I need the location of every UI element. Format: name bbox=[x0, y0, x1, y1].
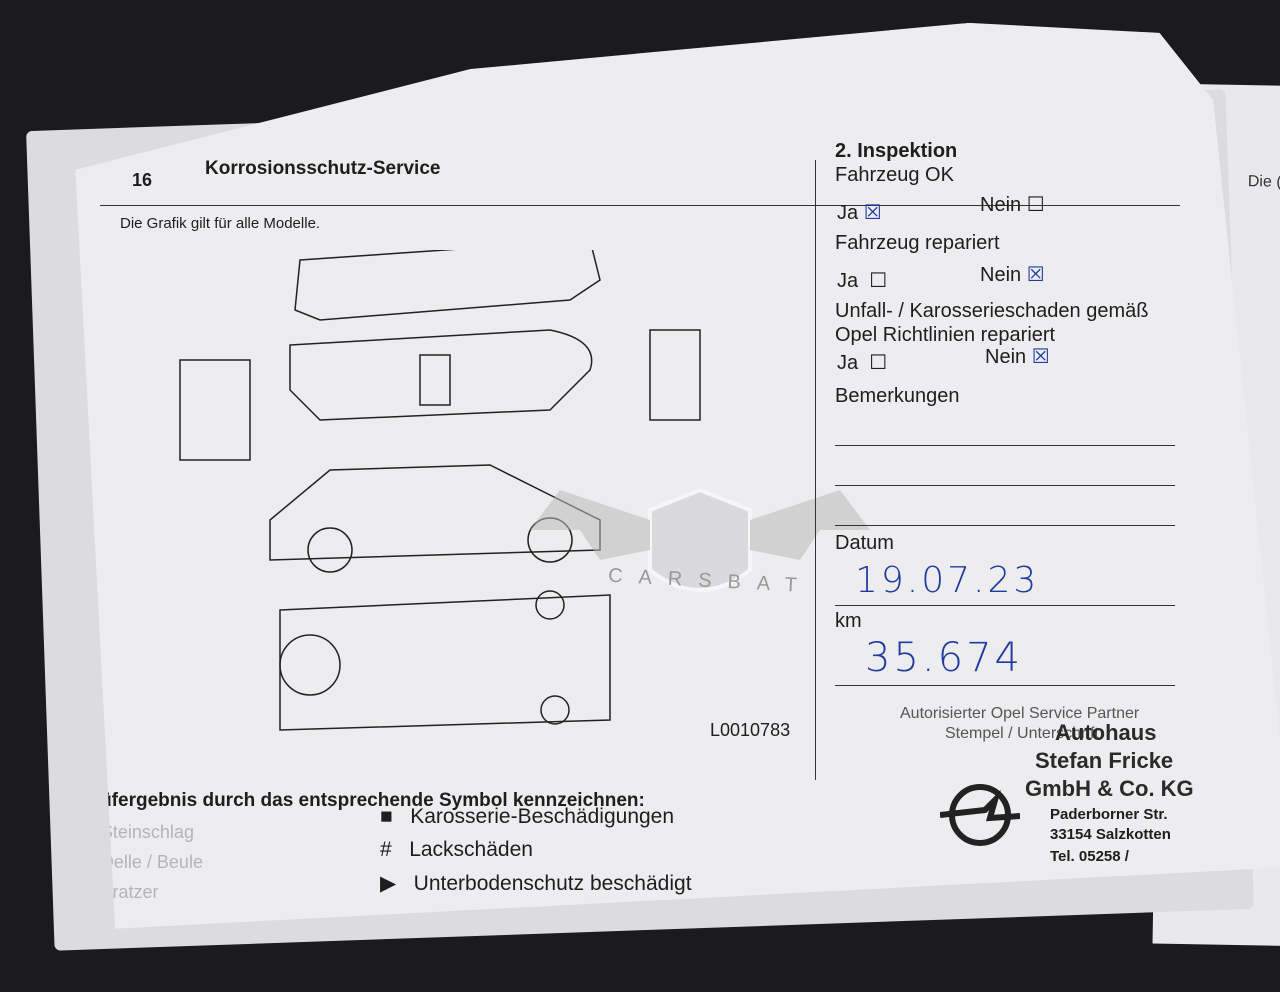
q3-yes-label: Ja bbox=[837, 352, 859, 374]
legend-label: Karosserie-Beschädigungen bbox=[410, 805, 675, 828]
figure-code: L0010783 bbox=[710, 720, 791, 740]
q2-label: Fahrzeug repariert bbox=[835, 232, 1000, 254]
q1-yes-checkbox[interactable]: ☒ bbox=[863, 202, 882, 224]
q1-no-label: Nein bbox=[980, 194, 1022, 216]
carsbat-watermark bbox=[520, 470, 880, 620]
legend-label: Lackschäden bbox=[409, 838, 533, 861]
q2-yes-label: Ja bbox=[837, 270, 859, 292]
stamp-line: GmbH & Co. KG bbox=[1025, 776, 1194, 801]
q1-label: Fahrzeug OK bbox=[835, 164, 954, 186]
stamp-line: 33154 Salzkotten bbox=[1050, 826, 1171, 843]
opel-logo-icon bbox=[940, 780, 1020, 850]
date-label: Datum bbox=[835, 532, 894, 554]
q3-no-label: Nein bbox=[985, 346, 1027, 368]
page-number: 16 bbox=[132, 170, 153, 190]
date-line bbox=[835, 605, 1175, 606]
q3-no-checkbox[interactable]: ☒ bbox=[1031, 346, 1050, 368]
legend-label: Unterbodenschutz beschädigt bbox=[413, 872, 692, 895]
stamp-line: Stefan Fricke bbox=[1035, 748, 1174, 773]
remarks-line[interactable] bbox=[835, 445, 1175, 446]
km-label: km bbox=[835, 610, 862, 632]
paint-damage-icon: # bbox=[380, 838, 392, 861]
km-value[interactable]: 35.674 bbox=[865, 635, 1023, 681]
q1-no-checkbox[interactable]: ☐ bbox=[1026, 194, 1045, 216]
stamp-line: Paderborner Str. bbox=[1050, 806, 1168, 823]
next-page-fragment: Die ( bbox=[1247, 173, 1280, 191]
date-value[interactable]: 19.07.23 bbox=[855, 560, 1040, 601]
legend-label: Delle / Beule bbox=[100, 852, 203, 872]
stamp-line: Autohaus bbox=[1055, 720, 1157, 745]
q3-yes-checkbox[interactable]: ☐ bbox=[869, 352, 888, 374]
q2-no-label: Nein bbox=[980, 264, 1022, 286]
page-title: Korrosionsschutz-Service bbox=[205, 158, 441, 179]
booklet-page: 16 Korrosionsschutz-Service Die Grafik g… bbox=[70, 8, 1280, 929]
km-line bbox=[835, 685, 1175, 686]
column-divider bbox=[815, 160, 816, 780]
remarks-line[interactable] bbox=[835, 485, 1175, 486]
remarks-line[interactable] bbox=[835, 525, 1175, 526]
q3-label-line1: Unfall- / Karosserieschaden gemäß bbox=[835, 300, 1149, 322]
subtitle: Die Grafik gilt für alle Modelle. bbox=[120, 215, 321, 232]
underbody-icon: ▶ bbox=[380, 872, 397, 895]
inspection-heading: 2. Inspektion bbox=[835, 140, 958, 162]
inspection-form: 2. Inspektion Fahrzeug OK Ja ☒ Nein ☐ Fa… bbox=[835, 140, 1215, 780]
q2-no-checkbox[interactable]: ☒ bbox=[1026, 264, 1045, 286]
stamp-line: Tel. 05258 / bbox=[1050, 848, 1129, 865]
q1-yes-label: Ja bbox=[837, 201, 859, 224]
legend-label: Steinschlag bbox=[100, 822, 194, 842]
remarks-label: Bemerkungen bbox=[835, 385, 960, 407]
body-damage-icon: ■ bbox=[380, 805, 393, 828]
q2-yes-checkbox[interactable]: ☐ bbox=[869, 270, 888, 292]
